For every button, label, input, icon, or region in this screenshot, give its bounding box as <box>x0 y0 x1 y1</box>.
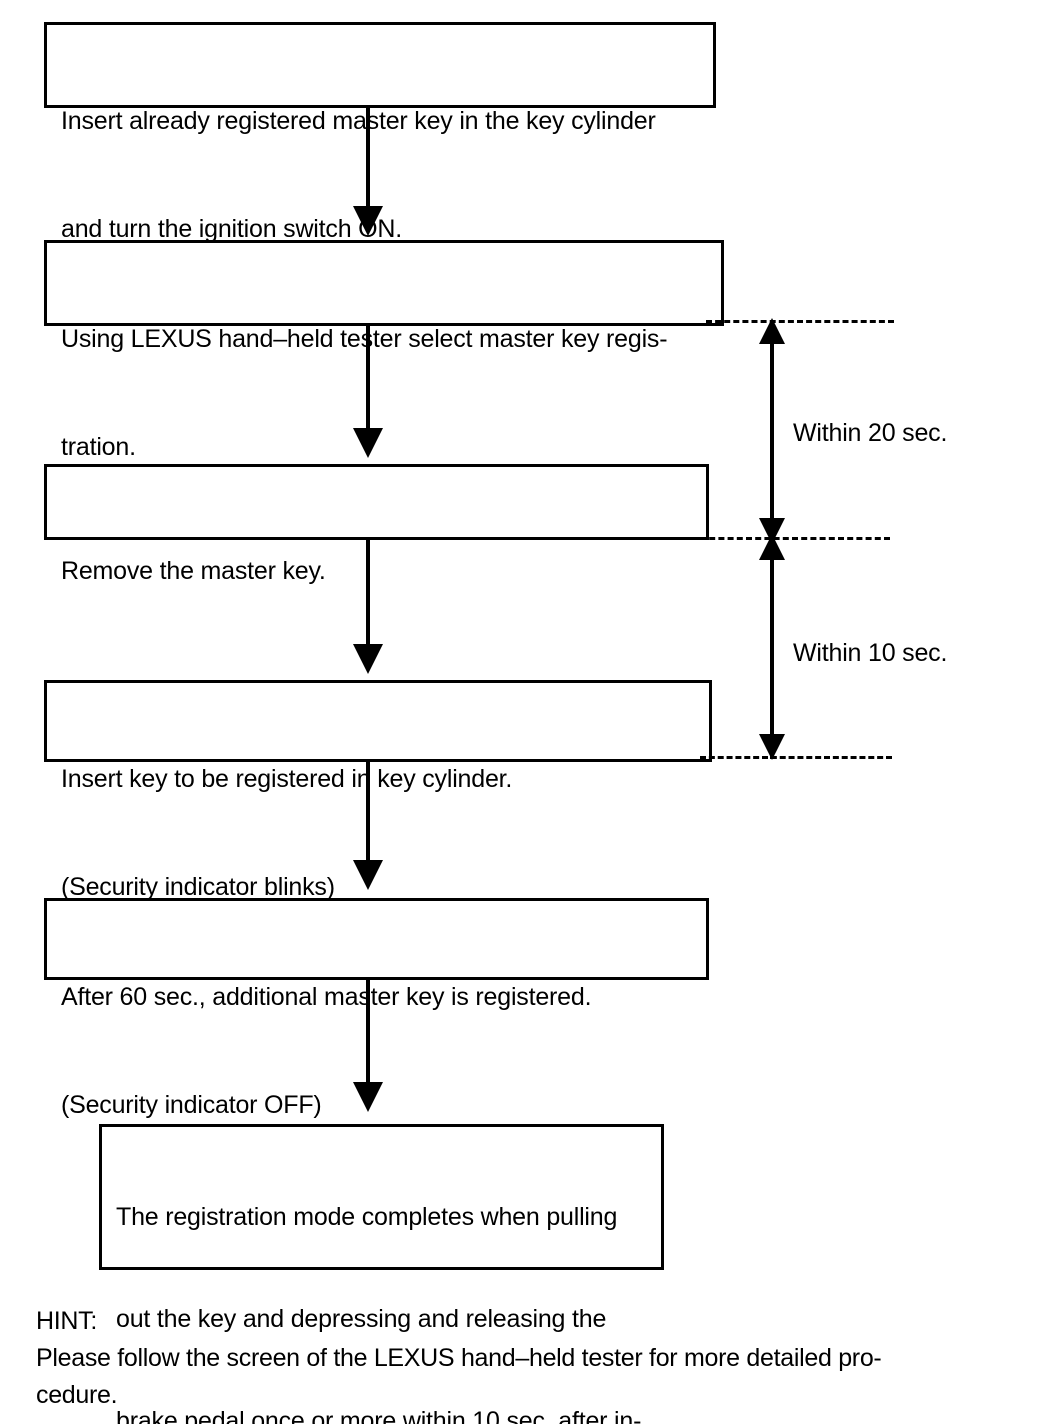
connector-arrow-shaft-4 <box>366 762 370 866</box>
connector-arrow-shaft-1 <box>366 108 370 212</box>
hint-line: Please follow the screen of the LEXUS ha… <box>36 1344 882 1372</box>
timing-dimension-shaft-10sec <box>770 537 774 759</box>
flow-box-line: Insert key to be registered in key cylin… <box>61 765 513 793</box>
flow-box-line: (Security indicator blinks) <box>61 873 335 901</box>
flow-box-after-60-sec-registered: After 60 sec., additional master key is … <box>44 898 709 1119</box>
hint-block: HINT: Please follow the screen of the LE… <box>36 1303 976 1414</box>
timing-dimension-arrowhead-down-10sec <box>759 734 785 760</box>
flow-box-line: (Security indicator OFF) <box>61 1091 322 1119</box>
dashed-leader-line-top <box>706 320 894 323</box>
flow-box-insert-key-to-be-registered: Insert key to be registered in key cylin… <box>44 680 712 901</box>
hint-heading: HINT: <box>36 1307 98 1335</box>
connector-arrow-head-3 <box>353 644 383 674</box>
flow-box-select-master-key-registration: Using LEXUS hand–held tester select mast… <box>44 240 724 461</box>
timing-label-within-20-sec: Within 20 sec. <box>793 419 948 447</box>
connector-arrow-shaft-5 <box>366 980 370 1088</box>
connector-arrow-head-2 <box>353 428 383 458</box>
dashed-leader-line-bottom <box>700 756 892 759</box>
flow-box-line: tration. <box>61 433 136 461</box>
flow-box-line: out the key and depressing and releasing… <box>116 1305 607 1333</box>
connector-arrow-shaft-3 <box>366 540 370 650</box>
timing-label-within-10-sec: Within 10 sec. <box>793 639 948 667</box>
flow-box-line: Insert already registered master key in … <box>61 107 656 135</box>
flow-box-line: Remove the master key. <box>61 557 326 585</box>
flow-box-remove-master-key: Remove the master key. <box>44 464 709 585</box>
connector-arrow-head-5 <box>353 1082 383 1112</box>
timing-dimension-shaft-20sec <box>770 320 774 540</box>
dashed-leader-line-middle <box>700 537 890 540</box>
flow-box-line: brake pedal once or more within 10 sec. … <box>116 1407 642 1424</box>
flow-box-registration-mode-completes: The registration mode completes when pul… <box>99 1124 664 1424</box>
connector-arrow-head-4 <box>353 860 383 890</box>
timing-dimension-arrowhead-up-10sec <box>759 534 785 560</box>
flow-box-line: Using LEXUS hand–held tester select mast… <box>61 325 668 353</box>
connector-arrow-head-1 <box>353 206 383 236</box>
connector-arrow-shaft-2 <box>366 326 370 434</box>
flow-box-line: The registration mode completes when pul… <box>116 1203 618 1231</box>
hint-line: cedure. <box>36 1381 118 1409</box>
flow-box-insert-master-key: Insert already registered master key in … <box>44 22 716 243</box>
flow-box-line: After 60 sec., additional master key is … <box>61 983 592 1011</box>
timing-dimension-arrowhead-up-20sec <box>759 318 785 344</box>
